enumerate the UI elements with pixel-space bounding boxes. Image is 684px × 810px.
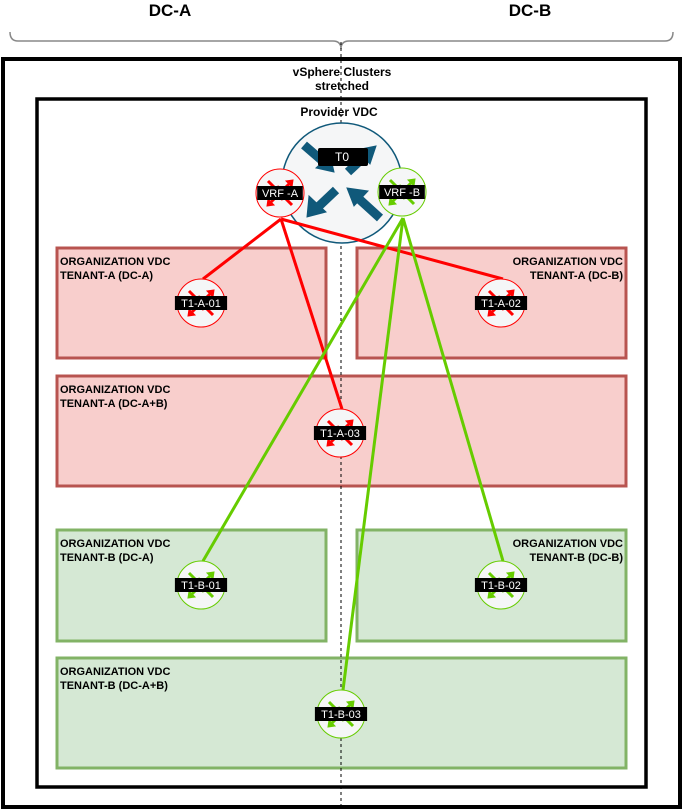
router-t1-a-01[interactable]: T1-A-01 xyxy=(174,278,228,328)
router-t1-a-03[interactable]: T1-A-03 xyxy=(313,408,367,458)
org-vdc-tenant: TENANT-A (DC-A+B) xyxy=(60,398,168,410)
link-vrf-a-t1-a-01 xyxy=(202,217,282,281)
router-t1-a-02[interactable]: T1-A-02 xyxy=(474,278,528,328)
router-label-bg xyxy=(174,296,228,310)
link-vrf-b-t1-b-02 xyxy=(401,217,505,562)
t0-label-bg xyxy=(318,148,368,166)
router-label-bg xyxy=(257,186,303,200)
router-label: VRF -A xyxy=(262,188,299,200)
provider-vdc-title: Provider VDC xyxy=(300,105,378,119)
router-label-bg xyxy=(174,578,228,592)
router-label-bg xyxy=(379,185,425,199)
router-label: T1-A-02 xyxy=(481,298,521,310)
router-t1-b-01[interactable]: T1-B-01 xyxy=(174,560,228,610)
router-label: T1-B-03 xyxy=(321,709,361,721)
org-vdc-tenant: TENANT-A (DC-A) xyxy=(60,270,153,282)
router-label: VRF -B xyxy=(384,187,420,199)
router-t1-b-03[interactable]: T1-B-03 xyxy=(314,689,368,739)
router-label-bg xyxy=(474,578,528,592)
org-vdc-tenant: TENANT-B (DC-B) xyxy=(530,552,624,564)
org-vdc-tenant: TENANT-B (DC-A+B) xyxy=(60,680,168,692)
link-vrf-a-t1-a-03 xyxy=(279,218,344,410)
router-label-bg xyxy=(313,426,367,440)
org-vdc-title: ORGANIZATION VDC xyxy=(60,666,170,678)
org-vdc-tenant: TENANT-B (DC-A) xyxy=(60,552,154,564)
router-label: T1-A-03 xyxy=(320,428,360,440)
dc-b-label: DC-B xyxy=(509,1,552,20)
cluster-title-line1: vSphere Clusters xyxy=(293,65,392,79)
link-vrf-a-t1-a-02 xyxy=(280,217,504,281)
dc-a-label: DC-A xyxy=(149,1,192,20)
org-vdc-title: ORGANIZATION VDC xyxy=(60,256,170,268)
org-vdc-title: ORGANIZATION VDC xyxy=(513,256,623,268)
router-t1-b-02[interactable]: T1-B-02 xyxy=(474,560,528,610)
t0-label: T0 xyxy=(335,150,349,164)
router-label: T1-B-02 xyxy=(481,580,521,592)
link-vrf-b-t1-b-03 xyxy=(341,217,405,691)
router-label-bg xyxy=(474,296,528,310)
router-label: T1-A-01 xyxy=(181,298,221,310)
router-vrf-b[interactable]: VRF -B xyxy=(377,167,427,217)
router-label-bg xyxy=(314,707,368,721)
org-vdc-title: ORGANIZATION VDC xyxy=(60,538,170,550)
cluster-title-line2: stretched xyxy=(315,79,369,93)
t0-router[interactable]: T0 xyxy=(281,122,403,244)
curly-brace xyxy=(9,31,674,50)
org-vdc-tenant: TENANT-A (DC-B) xyxy=(530,270,623,282)
router-label: T1-B-01 xyxy=(181,580,221,592)
org-vdc-title: ORGANIZATION VDC xyxy=(60,384,170,396)
router-vrf-a[interactable]: VRF -A xyxy=(255,168,305,218)
link-vrf-b-t1-b-01 xyxy=(201,217,405,562)
org-vdc-title: ORGANIZATION VDC xyxy=(513,538,623,550)
